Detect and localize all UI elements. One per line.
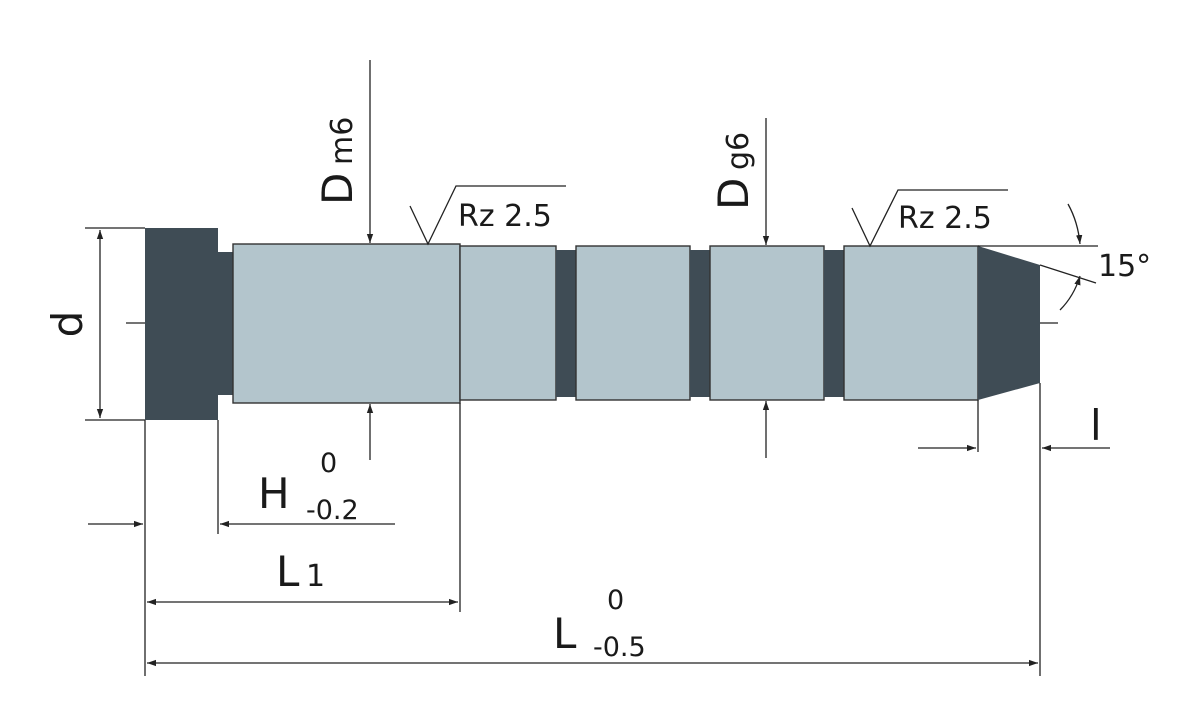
pin-head	[145, 228, 218, 420]
pin-neck	[218, 252, 234, 395]
svg-text:L: L	[553, 609, 577, 658]
d-g6-label: D g6	[709, 132, 758, 210]
svg-text:1: 1	[306, 559, 325, 594]
pin-collar-section	[232, 243, 461, 404]
svg-text:-0.5: -0.5	[593, 632, 646, 663]
svg-text:0: 0	[607, 585, 624, 616]
svg-text:-0.2: -0.2	[306, 495, 359, 526]
svg-text:m6: m6	[325, 117, 360, 165]
pin-groove-3	[824, 250, 844, 397]
svg-text:g6: g6	[721, 132, 756, 170]
pin-shaft-section-1	[459, 245, 557, 401]
svg-text:Rz 2.5: Rz 2.5	[898, 201, 992, 236]
svg-text:D: D	[709, 178, 758, 210]
d-label: d	[43, 311, 92, 338]
h-label: H 0 -0.2	[258, 448, 359, 526]
l-overall-label: L 0 -0.5	[553, 585, 646, 663]
svg-text:H: H	[258, 469, 290, 518]
angle-arc-upper	[1067, 203, 1083, 245]
svg-text:0: 0	[320, 448, 337, 479]
pin-shaft-section-3	[709, 245, 825, 401]
svg-text:D: D	[313, 173, 362, 205]
d-m6-label: D m6	[313, 117, 362, 205]
pin-groove-1	[556, 250, 576, 397]
pin-shaft-section-4	[843, 245, 979, 401]
pin-shaft-section-2	[575, 245, 691, 401]
angle-label: 15°	[1098, 249, 1151, 284]
roughness-symbol-left: Rz 2.5	[409, 185, 566, 246]
pin-groove-2	[690, 250, 710, 397]
roughness-symbol-right: Rz 2.5	[851, 189, 1008, 248]
svg-text:L: L	[276, 547, 300, 596]
l-label: l	[1090, 401, 1102, 450]
svg-text:Rz 2.5: Rz 2.5	[458, 199, 552, 234]
angle-arc-lower	[1059, 275, 1081, 311]
l1-label: L 1	[276, 547, 325, 596]
pin-tip	[978, 246, 1040, 400]
